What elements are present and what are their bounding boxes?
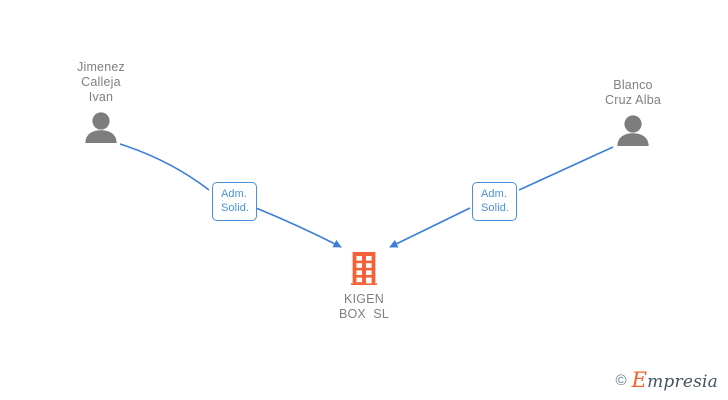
person-icon: [617, 115, 649, 146]
node-person-blanco-cruz-alba[interactable]: Blanco Cruz Alba: [563, 78, 703, 146]
edge-right-segment-out: [389, 207, 471, 248]
watermark-brand: Empresia: [632, 370, 718, 391]
node-label-person-left: Jimenez Calleja Ivan: [77, 60, 125, 104]
watermark-empresia: © Empresia: [616, 370, 718, 391]
watermark-brand-initial: E: [631, 368, 648, 392]
edge-right-segment-in: [518, 146, 614, 191]
edge-left-segment-out: [255, 207, 342, 248]
edge-left-segment-in: [119, 143, 210, 191]
node-label-company: KIGEN BOX SL: [338, 292, 390, 321]
edge-label-left[interactable]: Adm. Solid.: [212, 182, 258, 221]
copyright-icon: ©: [615, 372, 627, 389]
node-label-person-right: Blanco Cruz Alba: [605, 78, 661, 107]
edge-label-right[interactable]: Adm. Solid.: [472, 182, 518, 221]
node-person-jimenez-calleja-ivan[interactable]: Jimenez Calleja Ivan: [31, 60, 171, 143]
watermark-brand-rest: mpresia: [647, 372, 718, 392]
node-company-kigen-box-sl[interactable]: KIGEN BOX SL: [294, 252, 434, 322]
person-icon: [85, 112, 117, 143]
building-icon: [351, 252, 377, 285]
